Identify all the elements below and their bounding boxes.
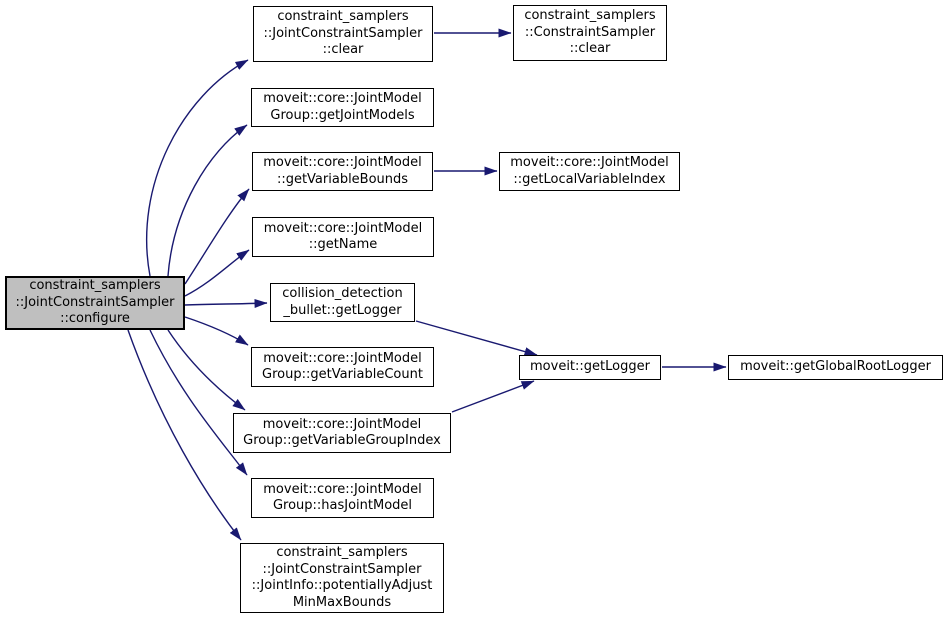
edge-configure-to-get-variable-count [184,316,249,346]
edge-configure-to-joint-constraint-sampler-clear [145,59,249,277]
node-label-line: constraint_samplers [524,8,656,24]
node-label-line: moveit::core::JointModel [263,91,422,106]
node-label-line: Group::getVariableCount [262,367,423,382]
node-label-line: ::clear [322,42,364,58]
node-label-line: collision_detection [282,286,403,301]
edge-configure-to-has-joint-model [149,329,248,476]
node-label-line: MinMaxBounds [292,594,392,610]
node-label-line: moveit::core::JointModel [263,481,422,497]
node-label-line: constraint_samplers [277,9,409,25]
node-joint-constraint-sampler-clear[interactable]: constraint_samplers::JointConstraintSamp… [253,6,433,62]
node-label-line: Group::getJointModels [270,107,415,123]
node-label-line: ::JointConstraintSampler [15,294,175,310]
edge-configure-to-potentially-adjust-min-max-bounds [127,329,242,541]
node-get-variable-bounds[interactable]: moveit::core::JointModel::getVariableBou… [252,152,433,191]
node-label-line: ::JointConstraintSampler [263,25,423,41]
node-label-line: constraint_samplers [29,278,161,294]
node-label-line: ::clear [569,41,611,57]
edge-configure-to-get-name [184,249,250,297]
node-label-line: constraint_samplers [276,545,408,560]
node-label-line: ::getName [308,237,378,252]
node-label-line: ::ConstraintSampler [524,24,656,40]
node-label-line: moveit::core::JointModel [263,350,422,366]
node-label-line: moveit::core::JointModel [263,155,422,170]
node-label-line: moveit::core::JointModel [262,416,422,432]
node-collision-detection-bullet-get-logger[interactable]: collision_detection_bullet::getLogger [270,283,415,322]
node-label-line: ::configure [60,311,130,327]
node-get-local-variable-index[interactable]: moveit::core::JointModel::getLocalVariab… [499,152,680,191]
node-constraint-sampler-clear[interactable]: constraint_samplers::ConstraintSampler::… [513,5,667,61]
edge-configure-to-get-variable-group-index [167,329,246,411]
node-configure: constraint_samplers::JointConstraintSamp… [5,276,185,330]
edge-collision-detection-bullet-get-logger-to-moveit-get-logger [415,320,538,356]
node-potentially-adjust-min-max-bounds[interactable]: constraint_samplers::JointConstraintSamp… [240,543,444,613]
node-label-line: moveit::getLogger [530,359,650,375]
node-label-line: moveit::core::JointModel [263,220,423,236]
edge-configure-to-collision-detection-bullet-get-logger [184,298,268,308]
node-label-line: moveit::core::JointModel [510,155,669,170]
node-get-name[interactable]: moveit::core::JointModel::getName [252,217,434,257]
node-label-line: ::getVariableBounds [276,171,409,187]
node-label-line: ::getLocalVariableIndex [513,171,666,187]
node-label-line: ::JointInfo::potentiallyAdjust [251,578,433,593]
edge-get-variable-group-index-to-moveit-get-logger [451,380,535,413]
node-label-line: Group::hasJointModel [272,498,413,513]
node-label-line: ::JointConstraintSampler [262,561,422,577]
node-label-line: moveit::getGlobalRootLogger [740,359,931,375]
node-moveit-get-logger[interactable]: moveit::getLogger [519,355,661,380]
edge-configure-to-get-variable-bounds [184,188,250,285]
node-label-line: _bullet::getLogger [283,302,402,318]
edge-configure-to-get-joint-models [167,124,248,277]
node-label-line: Group::getVariableGroupIndex [243,433,441,448]
node-get-global-root-logger[interactable]: moveit::getGlobalRootLogger [728,355,943,380]
